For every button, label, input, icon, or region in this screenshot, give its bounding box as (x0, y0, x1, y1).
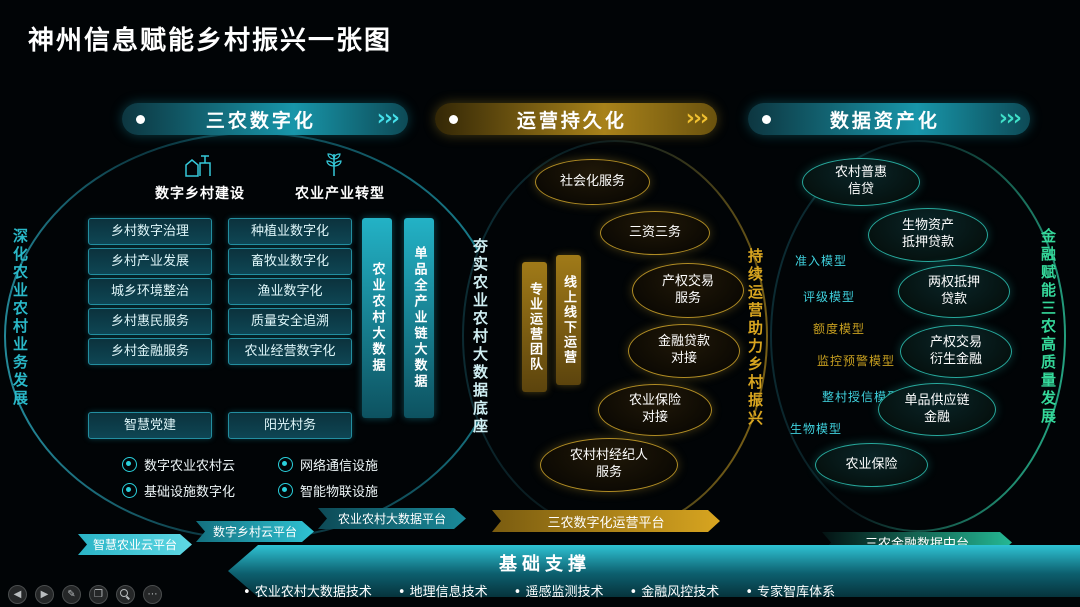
infra-label: 基础设施数字化 (144, 485, 236, 500)
prev-slide-button[interactable]: ◀ (8, 585, 27, 604)
pillar-online-offline: 线上线下运营 (556, 255, 581, 385)
magnifier-icon (120, 589, 131, 600)
more-icon: ⋯ (147, 589, 158, 600)
infra-label: 智能物联设施 (300, 485, 379, 500)
digital-village-item: 乡村产业发展 (88, 248, 212, 275)
infra-label: 数字农业农村云 (144, 459, 236, 474)
finance-node: 两权抵押贷款 (898, 265, 1010, 318)
agri-transform-item: 阳光村务 (228, 412, 352, 439)
model-label: 准入模型 (795, 254, 848, 268)
pillar-operation-team: 专业运营团队 (522, 262, 547, 392)
operation-node: 农村村经纪人服务 (540, 438, 678, 492)
model-label: 监控预警模型 (817, 354, 896, 368)
chevron-right-icon: ››› (998, 106, 1022, 131)
col3-right-edge-text: 金融赋能三农高质量发展 (1039, 228, 1057, 426)
model-label: 生物模型 (790, 422, 843, 436)
finance-node: 产权交易衍生金融 (900, 325, 1012, 378)
platform-smart-agri-cloud: 智慧农业云平台 (78, 534, 192, 555)
pill-dot-icon (449, 114, 458, 124)
iot-icon (278, 483, 293, 498)
next-icon: ▶ (40, 589, 49, 600)
foundation-tech-item: 农业农村大数据技术 (243, 581, 372, 600)
network-icon (278, 457, 293, 472)
page-title: 神州信息赋能乡村振兴一张图 (28, 26, 393, 56)
foundation-tech-list: 农业农村大数据技术 地理信息技术 遥感监测技术 金融风控技术 专家智库体系 (243, 581, 835, 600)
infra-item-network: 网络通信设施 (278, 455, 378, 474)
operation-node: 农业保险对接 (598, 384, 712, 436)
slides-panel-button[interactable]: ❐ (89, 585, 108, 604)
facility-icon (122, 483, 137, 498)
infra-item-iot: 智能物联设施 (278, 481, 378, 500)
foundation-tech-item: 遥感监测技术 (514, 581, 603, 600)
prev-icon: ◀ (13, 589, 22, 600)
agri-transform-item: 农业经营数字化 (228, 338, 352, 365)
digital-village-item: 城乡环境整治 (88, 278, 212, 305)
pen-icon: ✎ (67, 589, 76, 600)
infra-item-cloud: 数字农业农村云 (122, 455, 235, 474)
operation-node: 产权交易服务 (632, 263, 744, 318)
agri-transform-item: 渔业数字化 (228, 278, 352, 305)
cloud-icon (122, 457, 137, 472)
infra-label: 网络通信设施 (300, 459, 379, 474)
header-data-asset-label: 数据资产化 (829, 109, 940, 132)
slides-icon: ❐ (94, 589, 103, 600)
more-options-button[interactable]: ⋯ (143, 585, 162, 604)
foundation-tech-item: 地理信息技术 (398, 581, 488, 600)
model-label: 评级模型 (803, 290, 856, 304)
operation-node: 三资三务 (600, 211, 710, 255)
digital-village-item: 乡村数字治理 (88, 218, 212, 245)
finance-node: 单品供应链金融 (878, 383, 996, 436)
agriculture-transform-icon (316, 150, 352, 182)
header-operation-label: 运营持久化 (516, 109, 627, 132)
next-slide-button[interactable]: ▶ (35, 585, 54, 604)
infra-item-facility: 基础设施数字化 (122, 481, 235, 500)
chevron-right-icon: ››› (376, 106, 400, 131)
digital-village-item: 乡村惠民服务 (88, 308, 212, 335)
digital-village-item: 乡村金融服务 (88, 338, 212, 365)
agri-transform-item: 畜牧业数字化 (228, 248, 352, 275)
foundation-banner-label: 基础支撑 (499, 554, 591, 575)
slideshow-toolbar: ◀ ▶ ✎ ❐ ⋯ (8, 585, 162, 604)
header-data-asset: 数据资产化 ››› (748, 103, 1030, 135)
platform-digital-village-cloud: 数字乡村云平台 (196, 521, 314, 542)
group-label-agri-transform: 农业产业转型 (295, 186, 385, 202)
col1-left-edge-text: 深化农业农村业务发展 (11, 228, 29, 408)
digital-village-icon (180, 150, 216, 182)
pill-dot-icon (762, 114, 771, 124)
platform-operation: 三农数字化运营平台 (492, 510, 720, 532)
digital-village-item: 智慧党建 (88, 412, 212, 439)
header-digitalization: 三农数字化 ››› (122, 103, 408, 135)
finance-node: 生物资产抵押贷款 (868, 208, 988, 262)
finance-node: 农业保险 (815, 443, 928, 487)
pill-dot-icon (136, 114, 145, 124)
chevron-right-icon: ››› (685, 106, 709, 131)
operation-node: 社会化服务 (535, 159, 650, 205)
model-label: 整村授信模型 (822, 390, 901, 404)
col2-right-edge-text: 持续运营助力乡村振兴 (746, 248, 764, 428)
foundation-tech-item: 金融风控技术 (629, 581, 719, 600)
platform-agri-bigdata: 农业农村大数据平台 (318, 508, 466, 529)
zoom-button[interactable] (116, 585, 135, 604)
agri-transform-item: 质量安全追溯 (228, 308, 352, 335)
annotate-pen-button[interactable]: ✎ (62, 585, 81, 604)
header-operation: 运营持久化 ››› (435, 103, 717, 135)
model-label: 额度模型 (813, 322, 866, 336)
agri-transform-item: 种植业数字化 (228, 218, 352, 245)
group-label-digital-village: 数字乡村建设 (155, 186, 245, 202)
col1-right-edge-text: 夯实农业农村大数据底座 (471, 238, 489, 436)
foundation-tech-item: 专家智库体系 (745, 581, 835, 600)
pillar-chain-bigdata: 单品全产业链大数据 (404, 218, 434, 418)
pillar-agri-bigdata: 农业农村大数据 (362, 218, 392, 418)
finance-node: 农村普惠信贷 (802, 158, 920, 206)
header-digitalization-label: 三农数字化 (205, 109, 316, 132)
operation-node: 金融贷款对接 (628, 324, 740, 378)
